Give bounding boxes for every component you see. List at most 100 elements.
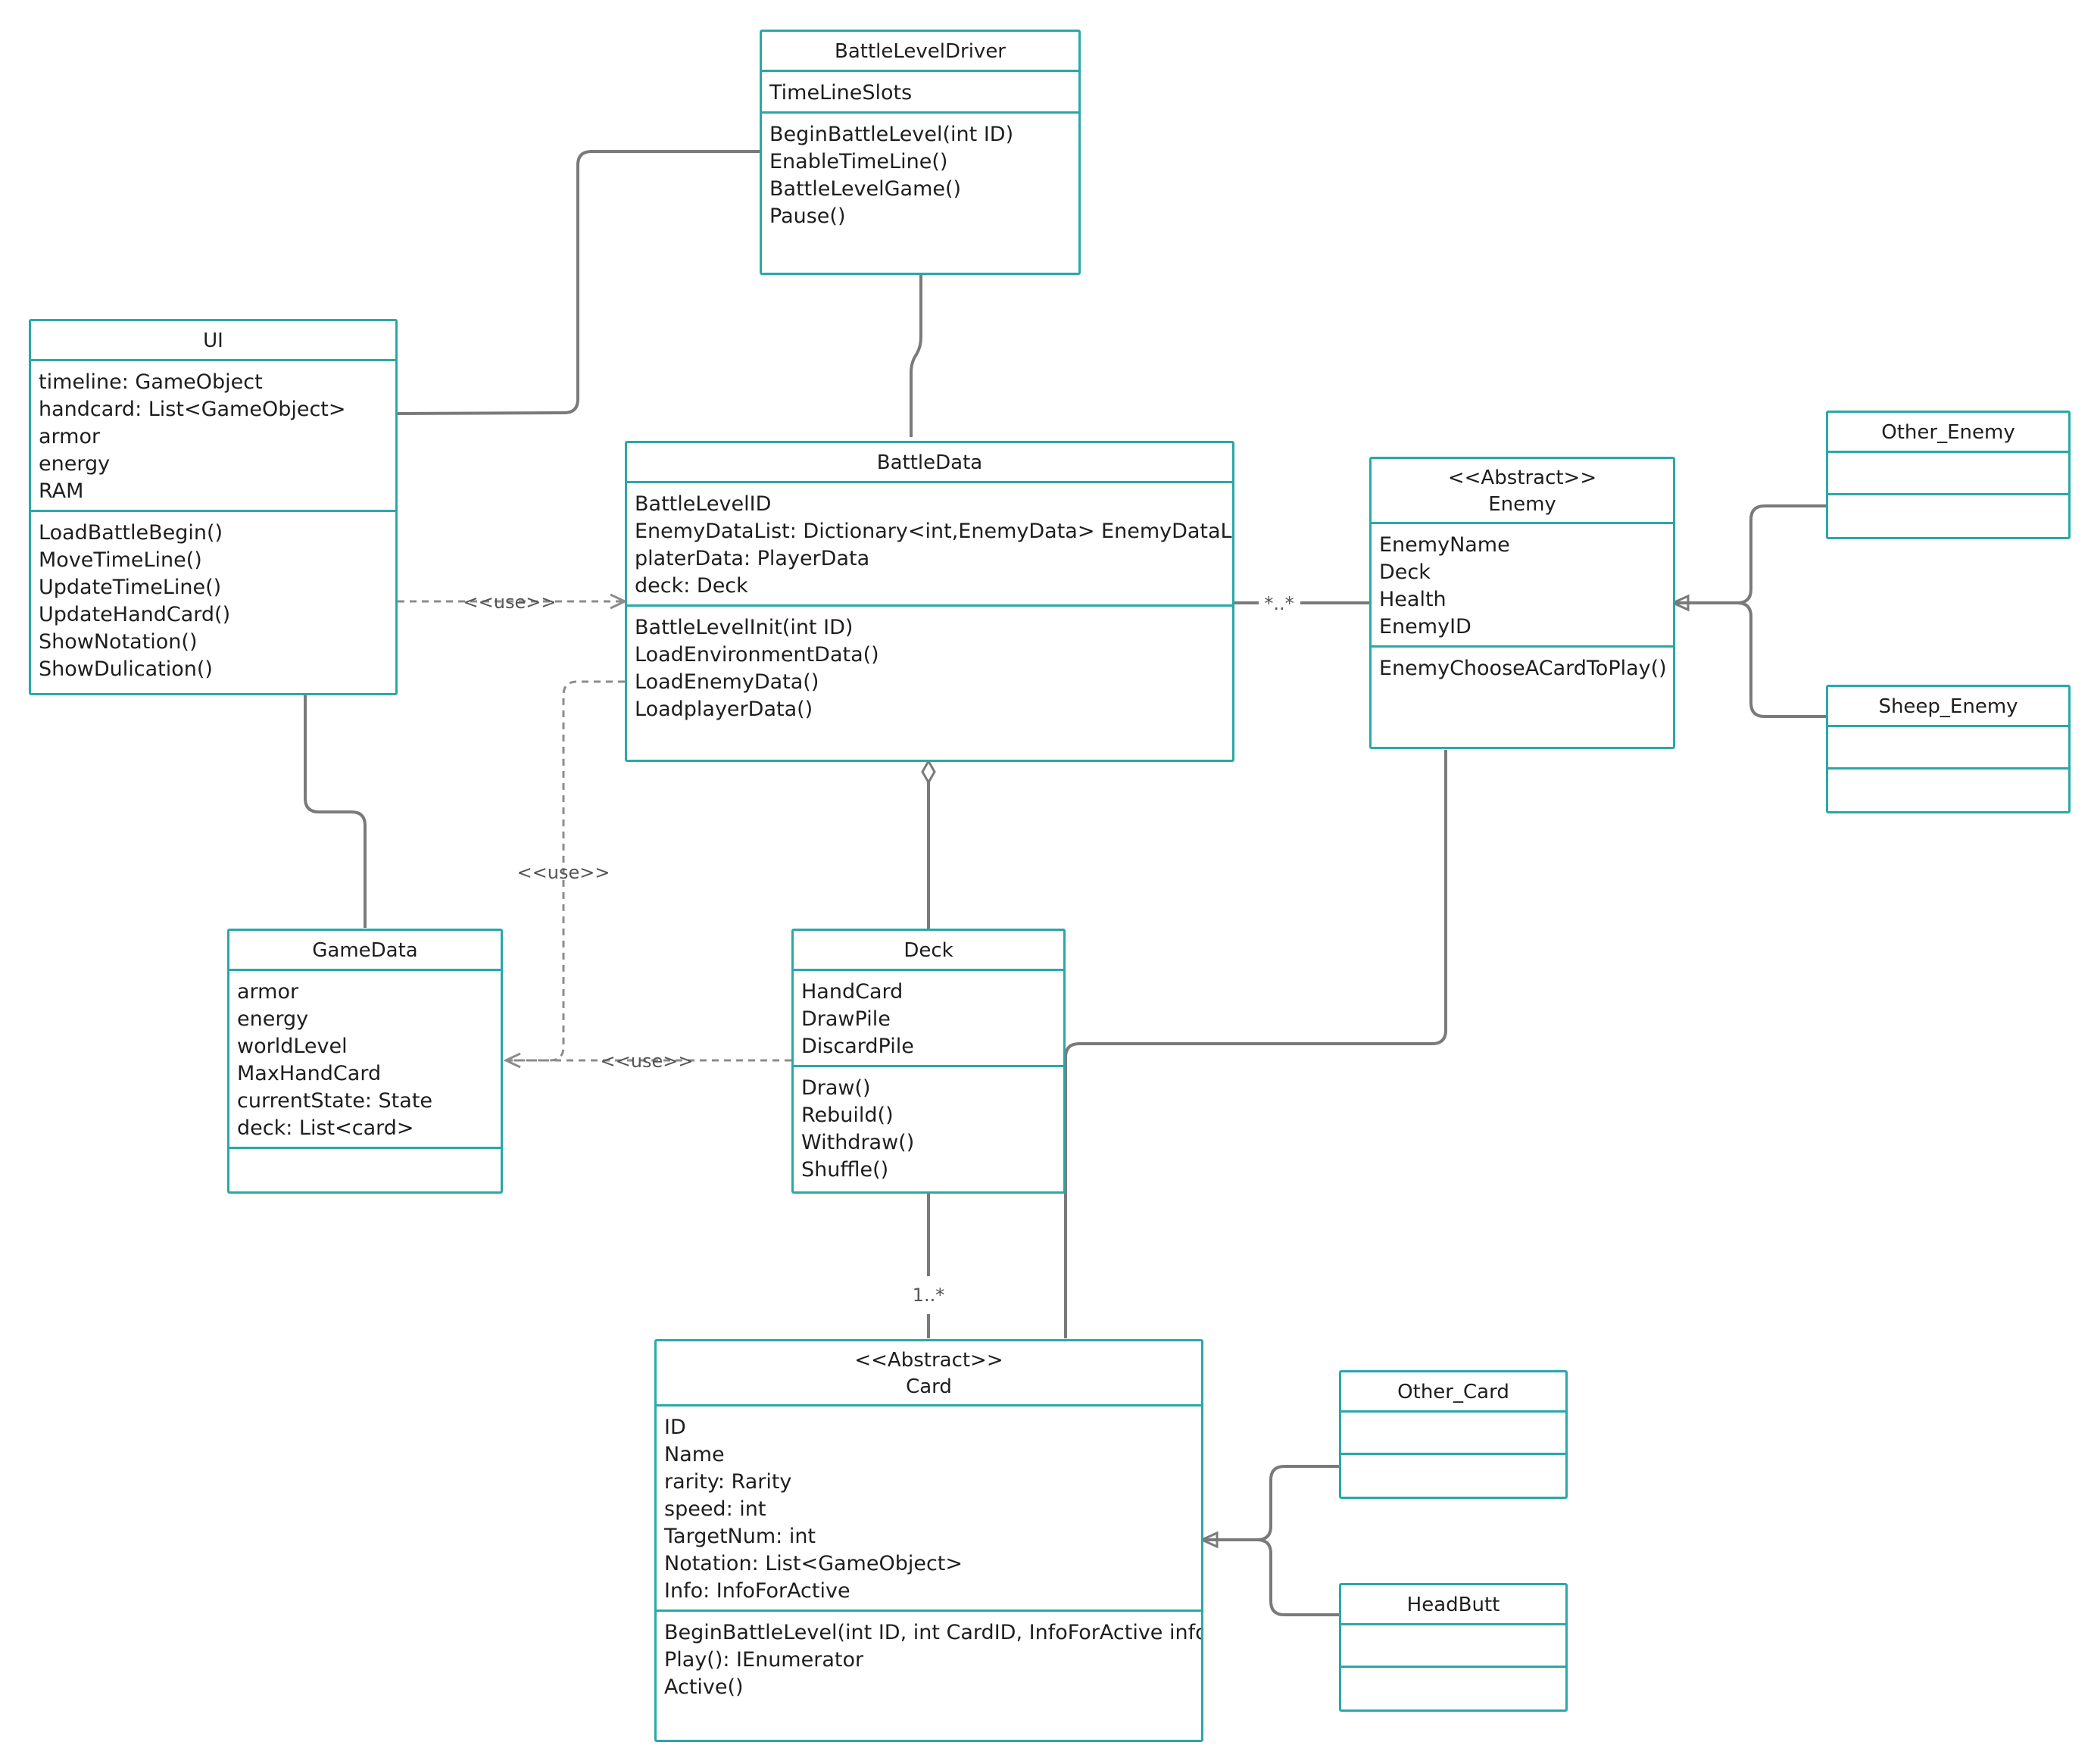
- attribute-row: handcard: List<GameObject>: [39, 398, 346, 421]
- attributes-compartment: [1341, 1413, 1565, 1455]
- edge-ui-gamedata: [304, 694, 367, 928]
- attribute-row: Health: [1379, 588, 1447, 611]
- attribute-row: EnemyDataList: Dictionary<int,EnemyData>…: [635, 520, 1232, 543]
- operations-compartment: [1828, 495, 2068, 537]
- use-label-ui-battledata: <<use>>: [463, 592, 557, 613]
- operation-row: EnemyChooseACardToPlay(): [1379, 657, 1667, 680]
- attribute-row: ID: [664, 1416, 686, 1439]
- edge-battleleveldriver-battledata: [910, 273, 922, 437]
- class-battleleveldriver[interactable]: BattleLevelDriver TimeLineSlots BeginBat…: [760, 30, 1081, 275]
- operations-compartment: BeginBattleLevel(int ID, int CardID, Inf…: [657, 1612, 1201, 1740]
- class-battledata[interactable]: BattleData BattleLevelID EnemyDataList: D…: [625, 441, 1234, 762]
- operations-compartment: [1341, 1455, 1565, 1497]
- attributes-compartment: [1341, 1625, 1565, 1668]
- attributes-compartment: [1828, 453, 2068, 495]
- operation-row: EnableTimeLine(): [769, 150, 948, 173]
- multiplicity-battledata-enemy: *..*: [1264, 593, 1294, 614]
- operation-row: LoadBattleBegin(): [39, 521, 223, 545]
- class-name: <<Abstract>> Card: [657, 1341, 1201, 1407]
- class-name: Deck: [794, 931, 1063, 971]
- operation-row: BeginBattleLevel(int ID, int CardID, Inf…: [664, 1621, 1201, 1644]
- operation-row: ShowDulication(): [39, 657, 213, 681]
- attribute-row: energy: [39, 452, 111, 476]
- attribute-row: DiscardPile: [801, 1035, 914, 1058]
- class-stereotype: <<Abstract>>: [854, 1349, 1003, 1372]
- operation-row: Pause(): [769, 204, 846, 228]
- attributes-compartment: BattleLevelID EnemyDataList: Dictionary<i…: [627, 483, 1232, 607]
- edge-enemy-card: [1064, 750, 1447, 1338]
- operations-compartment: [1828, 770, 2068, 811]
- class-name: Sheep_Enemy: [1828, 687, 2068, 727]
- edge-ui-battleleveldriver: [397, 150, 760, 415]
- operations-compartment: [1341, 1668, 1565, 1709]
- operations-compartment: BattleLevelInit(int ID) LoadEnvironmentDa…: [627, 607, 1232, 760]
- attributes-compartment: timeline: GameObject handcard: List<GameO…: [31, 361, 395, 512]
- operation-row: Shuffle(): [801, 1158, 889, 1182]
- operation-row: UpdateHandCard(): [39, 603, 231, 626]
- class-name: Other_Enemy: [1828, 413, 2068, 453]
- operation-row: BattleLevelGame(): [769, 177, 962, 201]
- class-other-enemy[interactable]: Other_Enemy: [1826, 411, 2071, 539]
- class-name: BattleData: [627, 443, 1232, 483]
- class-headbutt[interactable]: HeadButt: [1339, 1583, 1568, 1712]
- class-ui[interactable]: UI timeline: GameObject handcard: List<Ga…: [29, 319, 398, 695]
- edge-otherenemy-enemy-generalization: [1673, 504, 1826, 603]
- edge-sheepenemy-enemy-generalization: [1673, 601, 1826, 718]
- class-name-text: Card: [906, 1375, 952, 1398]
- attribute-row: armor: [237, 980, 299, 1004]
- edge-headbutt-card-generalization: [1202, 1538, 1339, 1616]
- attribute-row: platerData: PlayerData: [635, 547, 870, 570]
- operation-row: LoadplayerData(): [635, 698, 813, 721]
- class-name: <<Abstract>> Enemy: [1372, 459, 1673, 524]
- attribute-row: Notation: List<GameObject>: [664, 1552, 963, 1575]
- operation-row: Draw(): [801, 1076, 871, 1100]
- operations-compartment: LoadBattleBegin()MoveTimeLine()UpdateTim…: [31, 512, 395, 693]
- attribute-row: deck: Deck: [635, 574, 748, 598]
- attributes-compartment: [1828, 727, 2068, 770]
- class-name-text: Enemy: [1488, 493, 1556, 516]
- operation-row: BattleLevelInit(int ID): [635, 616, 854, 639]
- operation-row: Rebuild(): [801, 1104, 894, 1127]
- class-name: GameData: [229, 931, 501, 971]
- attribute-row: currentState: State: [237, 1089, 433, 1113]
- attribute-row: speed: int: [664, 1497, 766, 1521]
- attribute-row: deck: List<card>: [237, 1116, 414, 1140]
- operation-row: Withdraw(): [801, 1131, 915, 1154]
- operation-row: Play(): IEnumerator: [664, 1648, 864, 1672]
- attribute-row: MaxHandCard: [237, 1062, 382, 1085]
- operation-row: BeginBattleLevel(int ID): [769, 123, 1014, 146]
- attribute-row: TimeLineSlots: [769, 81, 913, 105]
- attribute-row: Deck: [1379, 560, 1431, 584]
- class-sheep-enemy[interactable]: Sheep_Enemy: [1826, 685, 2071, 813]
- use-label-deck-gamedata: <<use>>: [601, 1051, 694, 1072]
- edge-othercard-card-generalization: [1202, 1465, 1339, 1540]
- class-name: Other_Card: [1341, 1372, 1565, 1413]
- class-stereotype: <<Abstract>>: [1447, 467, 1597, 489]
- attribute-row: armor: [39, 425, 101, 448]
- attribute-row: timeline: GameObject: [39, 370, 263, 394]
- operations-compartment: Draw() Rebuild() Withdraw() Shuffle(): [794, 1067, 1063, 1191]
- attribute-row: BattleLevelID: [635, 492, 772, 516]
- operations-compartment: [229, 1149, 501, 1191]
- operation-row: LoadEnemyData(): [635, 670, 819, 694]
- multiplicity-deck-card: 1..*: [913, 1285, 945, 1306]
- attribute-row: EnemyID: [1379, 615, 1472, 638]
- attribute-row: EnemyName: [1379, 533, 1510, 557]
- operations-compartment: BeginBattleLevel(int ID) EnableTimeLine()…: [762, 114, 1078, 273]
- attribute-row: energy: [237, 1007, 309, 1031]
- attribute-row: RAM: [39, 479, 84, 503]
- operation-row: LoadEnvironmentData(): [635, 643, 879, 667]
- attribute-row: worldLevel: [237, 1035, 348, 1058]
- attribute-row: rarity: Rarity: [664, 1470, 792, 1494]
- class-other-card[interactable]: Other_Card: [1339, 1370, 1568, 1499]
- class-name: UI: [31, 321, 395, 361]
